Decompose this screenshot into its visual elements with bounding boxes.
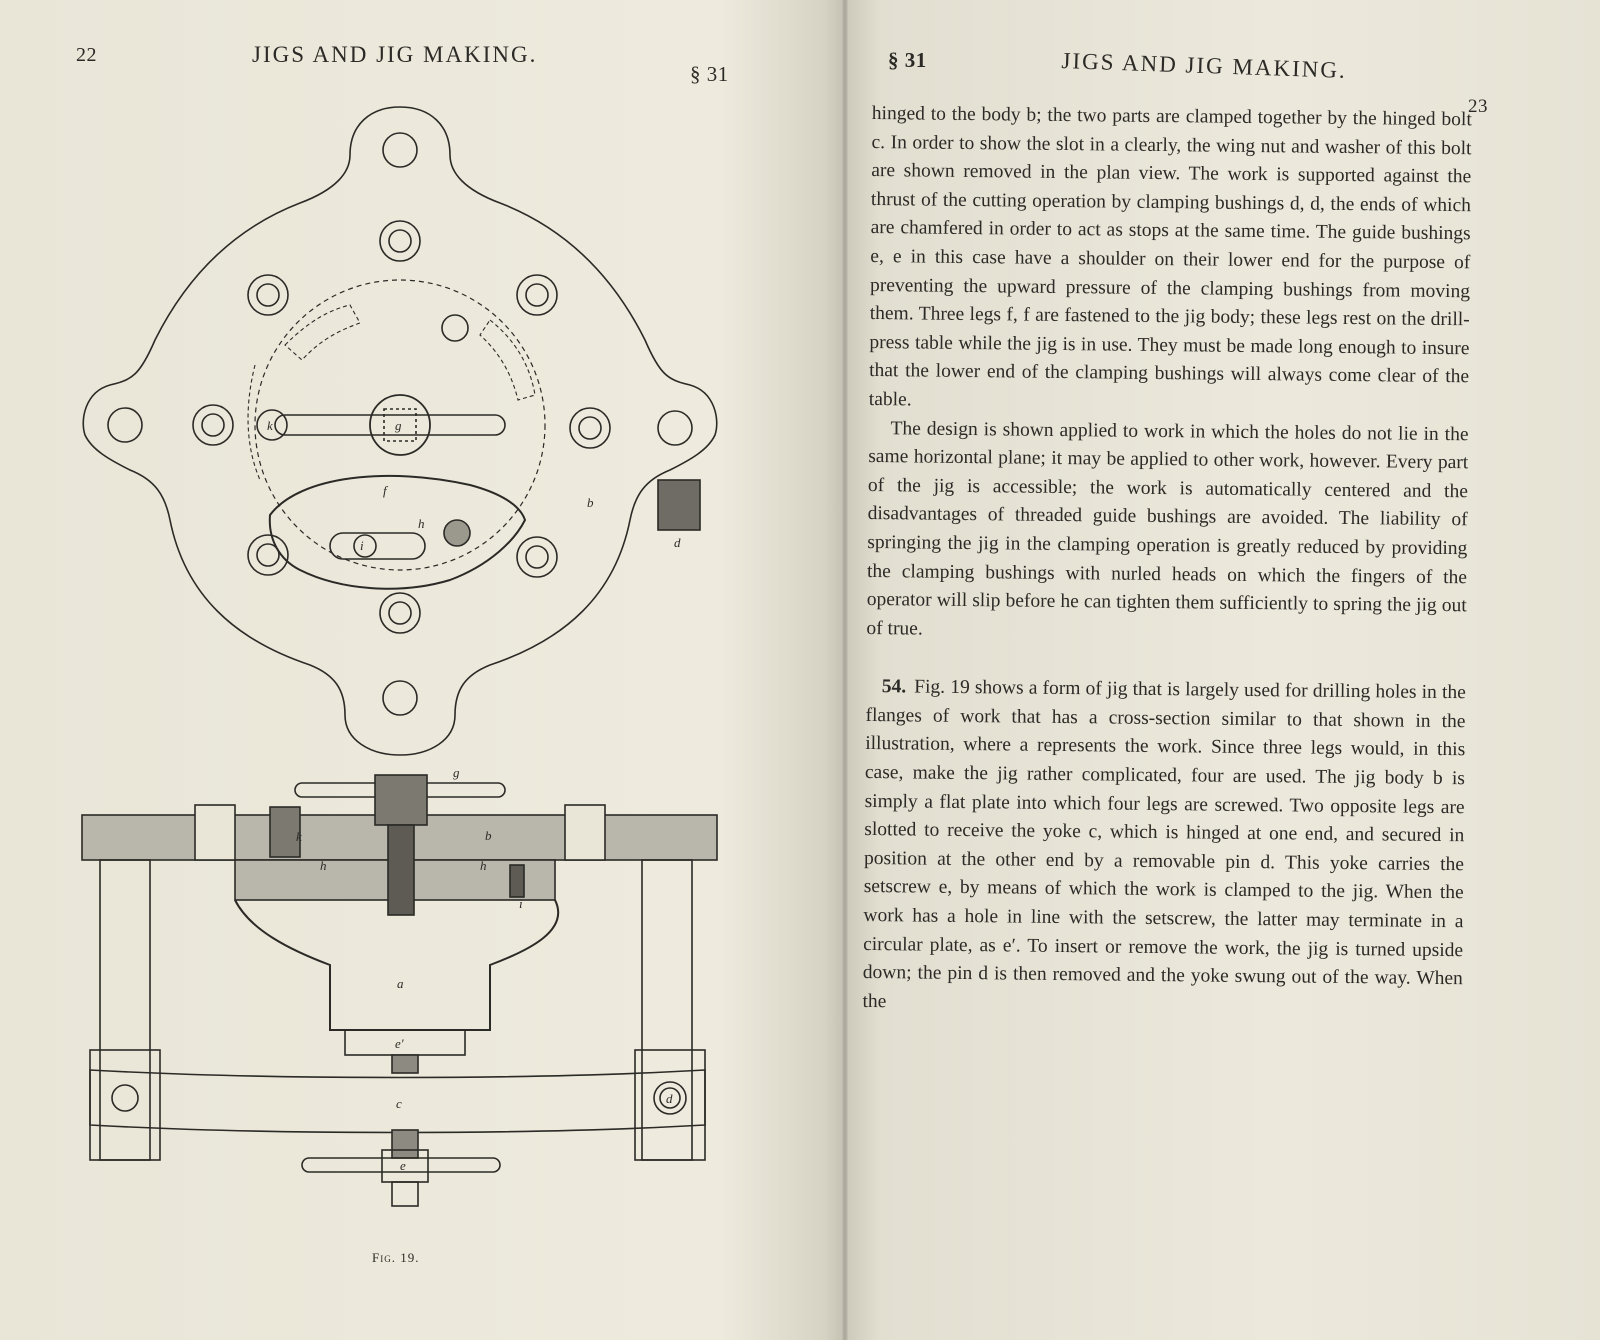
- label-f: f: [383, 483, 389, 498]
- label-b: b: [587, 495, 594, 510]
- right-page: § 31 JIGS AND JIG MAKING. 23 hinged to t…: [848, 0, 1600, 1340]
- label-c: c: [396, 1096, 402, 1111]
- label-i-section: i: [519, 896, 523, 911]
- label-h: h: [418, 516, 425, 531]
- label-g-section: g: [453, 765, 460, 780]
- label-b-section: b: [485, 828, 492, 843]
- plan-labels: f b d h i g k: [267, 418, 681, 553]
- running-head-right: JIGS AND JIG MAKING.: [1061, 48, 1348, 83]
- label-d: d: [674, 535, 681, 550]
- label-k: k: [267, 418, 273, 433]
- book-gutter: [842, 0, 848, 1340]
- paragraph-54-text: Fig. 19 shows a form of jig that is larg…: [862, 676, 1466, 1013]
- section-mark-right: § 31: [888, 48, 927, 72]
- paragraph-54: 54.Fig. 19 shows a form of jig that is l…: [862, 673, 1466, 1022]
- label-h-section-left: h: [320, 858, 327, 873]
- label-e-prime: e′: [395, 1036, 404, 1051]
- plan-view: [82, 106, 718, 756]
- label-e: e: [400, 1158, 406, 1173]
- clamp-plate: [268, 474, 527, 590]
- page-number-right: 23: [1468, 96, 1488, 117]
- left-page: 22 JIGS AND JIG MAKING. § 31: [70, 42, 770, 1265]
- paragraph-2: The design is shown applied to work in w…: [866, 417, 1469, 640]
- page-number-left: 22: [76, 44, 97, 66]
- label-a: a: [397, 976, 404, 991]
- label-i: i: [360, 538, 364, 553]
- section-labels: g k b h h i a e′ c d e: [296, 765, 673, 1173]
- paragraph-1: hinged to the body b; the two parts are …: [868, 102, 1472, 411]
- paragraph-number: 54.: [881, 676, 907, 698]
- jig-drawing: f b d h i g k: [81, 106, 718, 1207]
- figure-19: f b d h i g k: [70, 95, 770, 1235]
- figure-caption: Fig. 19.: [372, 1250, 420, 1265]
- label-k-section: k: [296, 829, 302, 844]
- label-d-section: d: [666, 1091, 673, 1106]
- section-mark-left: § 31: [690, 62, 729, 86]
- running-head-left: JIGS AND JIG MAKING.: [252, 42, 538, 67]
- jig-body-outline: [82, 106, 718, 756]
- body-text: hinged to the body b; the two parts are …: [862, 100, 1472, 1023]
- label-g: g: [395, 418, 402, 433]
- section-view: [81, 774, 718, 1207]
- label-h-section-right: h: [480, 858, 487, 873]
